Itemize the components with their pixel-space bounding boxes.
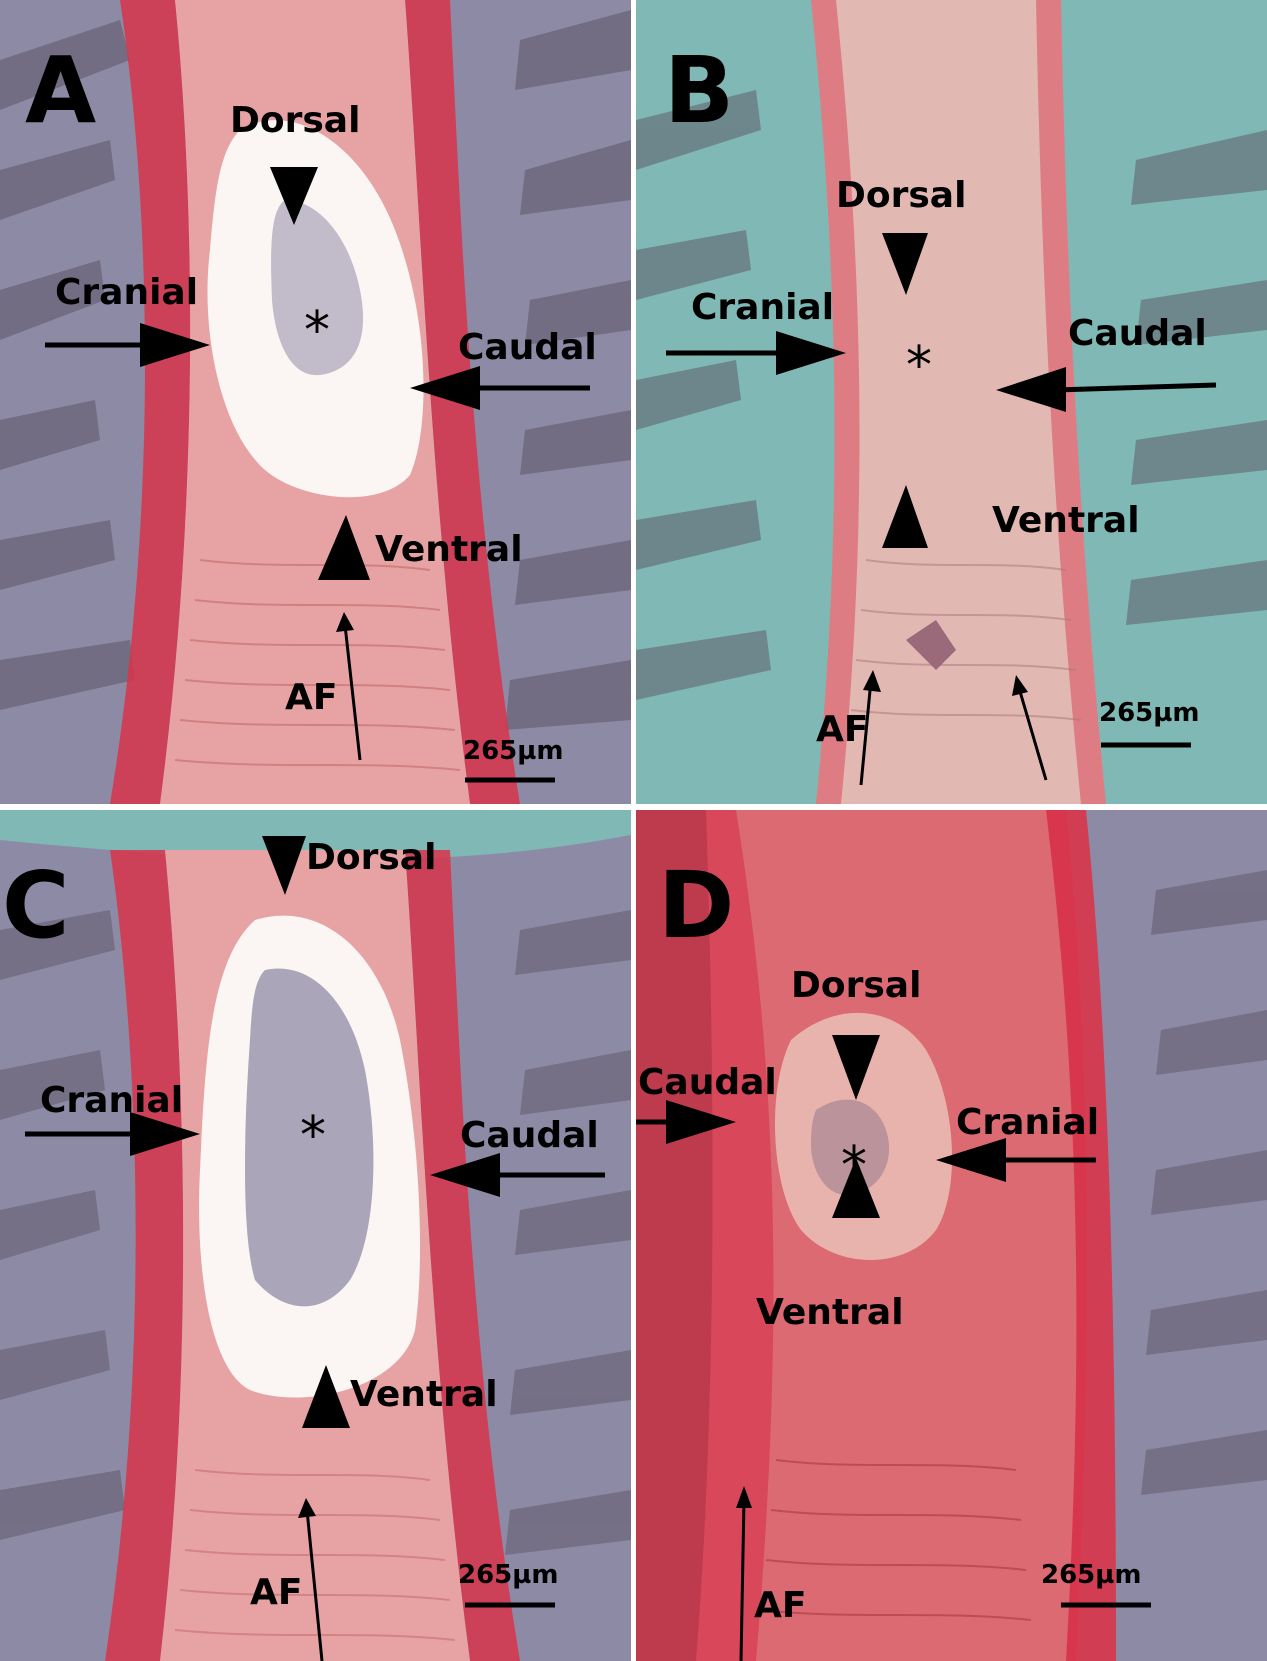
panel-a-caudal-label: Caudal [458,327,597,368]
panel-c-af-label: AF [250,1572,303,1613]
panel-d-histology-image [636,810,1267,1661]
panel-c-letter: C [2,852,70,959]
panel-d-scale-text: 265µm [1041,1560,1142,1590]
panel-a: A Dorsal Cranial Caudal * Ventral AF 265… [0,0,631,804]
panel-d-cranial-label: Cranial [956,1102,1100,1143]
panel-b-ventral-label: Ventral [992,500,1140,541]
panel-c-scale-text: 265µm [458,1560,559,1590]
panel-a-histology-image [0,0,631,804]
panel-c-caudal-label: Caudal [460,1115,599,1156]
panel-c-nucleus-marker: * [300,1106,326,1166]
panel-c-histology-image [0,810,631,1661]
panel-d-letter: D [658,852,735,959]
panel-c: C Dorsal Cranial Caudal * Ventral AF 265… [0,810,631,1661]
panel-a-af-label: AF [285,677,338,718]
panel-b-letter: B [664,37,735,144]
panel-c-dorsal-label: Dorsal [306,837,437,878]
panel-a-letter: A [25,37,97,144]
panel-b-caudal-label: Caudal [1068,313,1207,354]
panel-b-nucleus-marker: * [906,336,932,396]
panel-a-dorsal-label: Dorsal [230,100,361,141]
panel-b-histology-image [636,0,1267,804]
panel-d-dorsal-label: Dorsal [791,965,922,1006]
panel-c-cranial-label: Cranial [40,1080,184,1121]
panel-d-caudal-label: Caudal [638,1062,777,1103]
panel-b-cranial-label: Cranial [691,287,835,328]
panel-a-ventral-label: Ventral [375,529,523,570]
panel-d-ventral-label: Ventral [756,1292,904,1333]
panel-c-ventral-label: Ventral [350,1374,498,1415]
panel-a-scale-text: 265µm [463,736,564,766]
panel-b: B Dorsal Cranial Caudal * Ventral AF 265… [636,0,1267,804]
panel-a-cranial-label: Cranial [55,272,199,313]
panel-d-nucleus-marker: * [841,1136,867,1196]
panel-b-af-label: AF [816,709,869,750]
panel-b-dorsal-label: Dorsal [836,175,967,216]
panel-d: D Dorsal Caudal Cranial * Ventral AF 265… [636,810,1267,1661]
panel-d-af-label: AF [754,1585,807,1626]
panel-a-nucleus-marker: * [304,301,330,361]
panel-b-scale-text: 265µm [1099,698,1200,728]
